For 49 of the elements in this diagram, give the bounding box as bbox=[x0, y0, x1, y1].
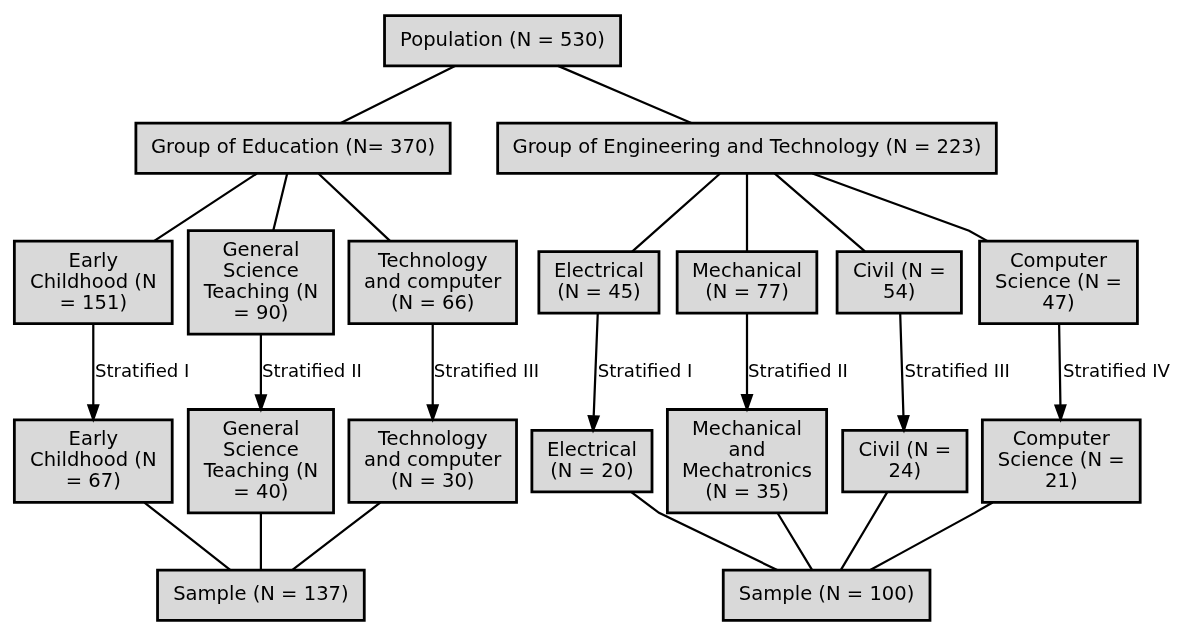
node-box: Mechanical and Mechatronics (N = 35) bbox=[666, 408, 828, 515]
edge-label: Stratified III bbox=[433, 359, 540, 381]
node-box: Electrical (N = 20) bbox=[530, 429, 654, 494]
node-box: Computer Science (N = 21) bbox=[980, 418, 1142, 504]
node-box: Early Childhood (N = 151) bbox=[12, 239, 174, 325]
node-box: Civil (N = 24) bbox=[841, 429, 969, 494]
node-box: General Science Teaching (N = 90) bbox=[186, 229, 335, 336]
arrow bbox=[587, 313, 601, 434]
node-box: Mechanical (N = 77) bbox=[675, 250, 819, 315]
connector bbox=[259, 512, 262, 570]
node-box: Group of Engineering and Technology (N = 223) bbox=[496, 121, 998, 175]
arrow bbox=[86, 323, 100, 423]
connector bbox=[153, 172, 258, 243]
node-box: Group of Education (N= 370) bbox=[134, 121, 452, 175]
connector bbox=[812, 172, 989, 243]
node-box: Computer Science (N = 47) bbox=[978, 239, 1139, 325]
connector bbox=[631, 172, 721, 253]
arrow bbox=[740, 313, 754, 413]
edge-label: Stratified I bbox=[94, 359, 190, 381]
edge-label: Stratified I bbox=[597, 359, 693, 381]
edge-label: Stratified II bbox=[261, 359, 362, 381]
connector bbox=[745, 173, 749, 252]
connector bbox=[272, 173, 289, 231]
connector bbox=[143, 501, 232, 571]
connector bbox=[869, 501, 994, 571]
node-box: Technology and computer (N = 30) bbox=[347, 418, 518, 504]
connector bbox=[773, 172, 866, 253]
connector bbox=[291, 501, 381, 571]
node-box: Technology and computer (N = 66) bbox=[347, 239, 518, 325]
arrow bbox=[896, 313, 910, 434]
node-box: Civil (N = 54) bbox=[835, 250, 963, 315]
arrow bbox=[254, 334, 268, 413]
node-box: Sample (N = 100) bbox=[721, 568, 932, 622]
connector bbox=[630, 491, 778, 571]
node-box: General Science Teaching (N = 40) bbox=[186, 408, 335, 515]
node-box: Sample (N = 137) bbox=[156, 568, 366, 622]
edge-label: Stratified II bbox=[748, 359, 848, 381]
connector bbox=[776, 512, 813, 571]
connector bbox=[340, 64, 456, 125]
connector bbox=[557, 64, 692, 125]
edge-label: Stratified IV bbox=[1062, 359, 1170, 381]
node-box: Population (N = 530) bbox=[383, 14, 622, 68]
connector bbox=[839, 491, 889, 571]
connector bbox=[317, 172, 391, 242]
node-box: Electrical (N = 45) bbox=[537, 250, 661, 315]
edge-label: Stratified III bbox=[904, 359, 1010, 381]
arrow bbox=[426, 323, 440, 423]
node-box: Early Childhood (N = 67) bbox=[12, 418, 174, 504]
arrow bbox=[1053, 323, 1067, 423]
